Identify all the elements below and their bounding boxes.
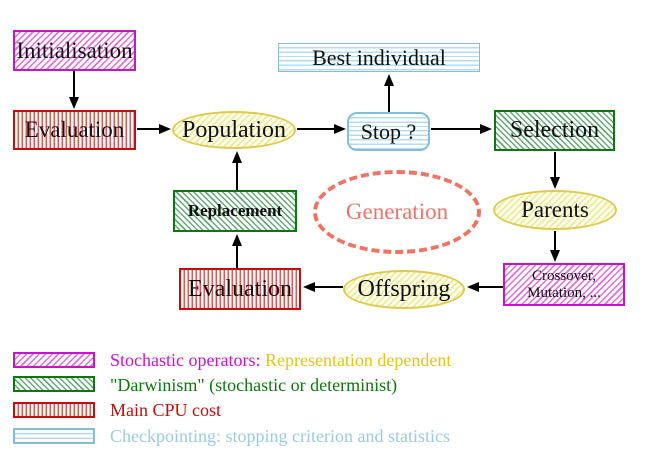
offspring-label: Offspring (357, 276, 451, 302)
green-diagonal-hatch-swatch (13, 376, 95, 392)
generation-label: Generation (345, 199, 449, 224)
evaluation-top-label: Evaluation (24, 117, 125, 142)
best-individual-label: Best individual (312, 44, 446, 70)
stop-box: Stop ? (347, 112, 430, 151)
selection-label: Selection (509, 117, 600, 143)
best-individual-box: Best individual (278, 43, 480, 72)
main-cpu-cost-text: Main CPU cost (110, 400, 222, 420)
generation-ellipse: Generation (313, 170, 481, 254)
selection-box: Selection (494, 110, 615, 151)
darwinism-text: "Darwinism" (stochastic or determinist) (110, 375, 398, 395)
crossover-mutation-label: Crossover, Mutation, ... (527, 268, 601, 302)
initialisation-label: Initialisation (16, 37, 133, 63)
stochastic-operators-text: Stochastic operators: (110, 350, 261, 370)
parents-label: Parents (521, 197, 589, 222)
evaluation-bottom-box: Evaluation (179, 268, 301, 310)
replacement-box: Replacement (173, 190, 297, 232)
magenta-diagonal-hatch-swatch (13, 352, 95, 368)
population-ellipse: Population (172, 111, 296, 149)
initialisation-box: Initialisation (13, 30, 136, 71)
red-vertical-lines-swatch (13, 402, 95, 418)
parents-ellipse: Parents (493, 190, 617, 230)
cyan-horizontal-lines-swatch (13, 428, 95, 444)
evaluation-top-box: Evaluation (13, 110, 136, 150)
evaluation-bottom-label: Evaluation (188, 275, 292, 302)
checkpointing-text: Checkpointing: stopping criterion and st… (110, 426, 450, 446)
crossover-mutation-box: Crossover, Mutation, ... (503, 263, 625, 306)
representation-dependent-text: Representation dependent (264, 350, 452, 370)
crossover-line: Crossover, (532, 267, 596, 284)
replacement-label: Replacement (187, 201, 283, 220)
stop-label: Stop ? (360, 118, 417, 144)
mutation-line: Mutation, ... (527, 284, 601, 301)
population-label: Population (181, 116, 286, 143)
offspring-ellipse: Offspring (343, 270, 465, 309)
legend-row-stochastic: Stochastic operators: Representation dep… (110, 350, 451, 371)
